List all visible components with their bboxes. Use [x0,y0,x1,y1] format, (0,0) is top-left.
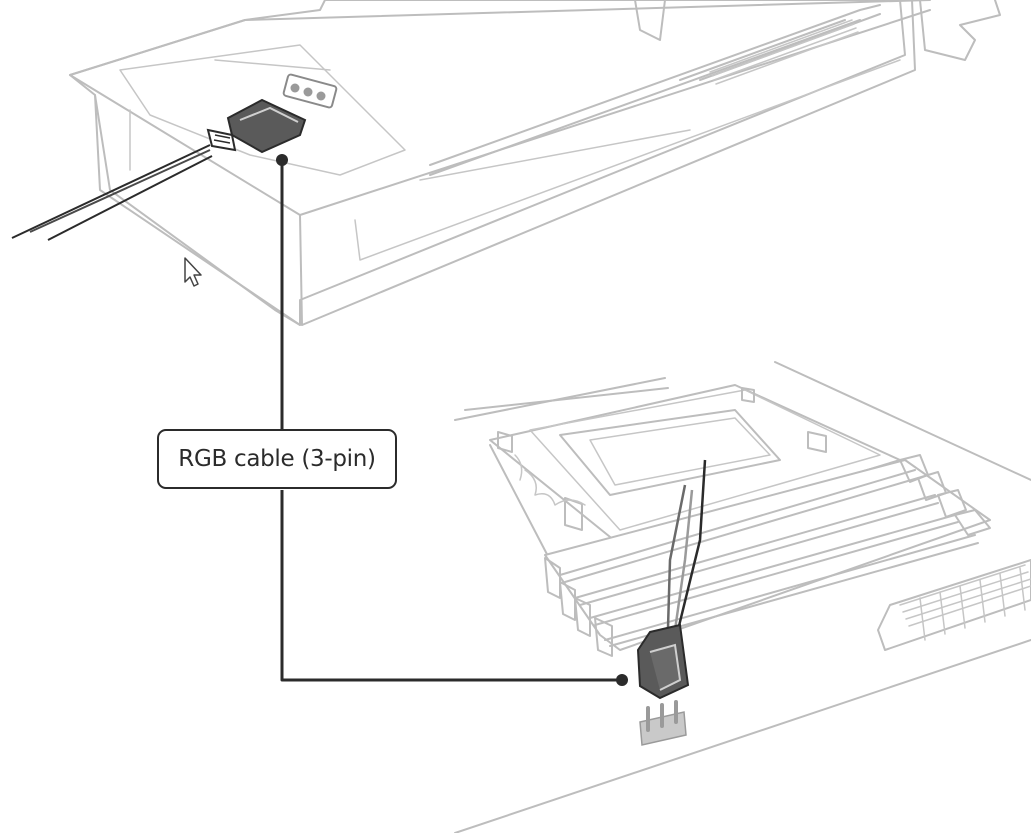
callout-label: RGB cable (3-pin) [178,446,376,472]
dimm-slots [544,454,991,657]
callout-label-box: RGB cable (3-pin) [157,429,397,489]
motherboard-rgb-plug [636,459,707,700]
card-rgb-header [282,73,338,109]
card-rgb-plug [206,98,307,154]
motherboard-rgb-header [639,700,687,746]
callout-leader [276,154,628,686]
mouse-pointer-icon [184,257,202,287]
motherboard [454,361,1031,833]
card-rgb-wires [11,144,213,241]
atx-power-connector [877,559,1031,651]
graphics-card [11,0,1001,326]
pcie-gold-fingers [709,19,859,85]
